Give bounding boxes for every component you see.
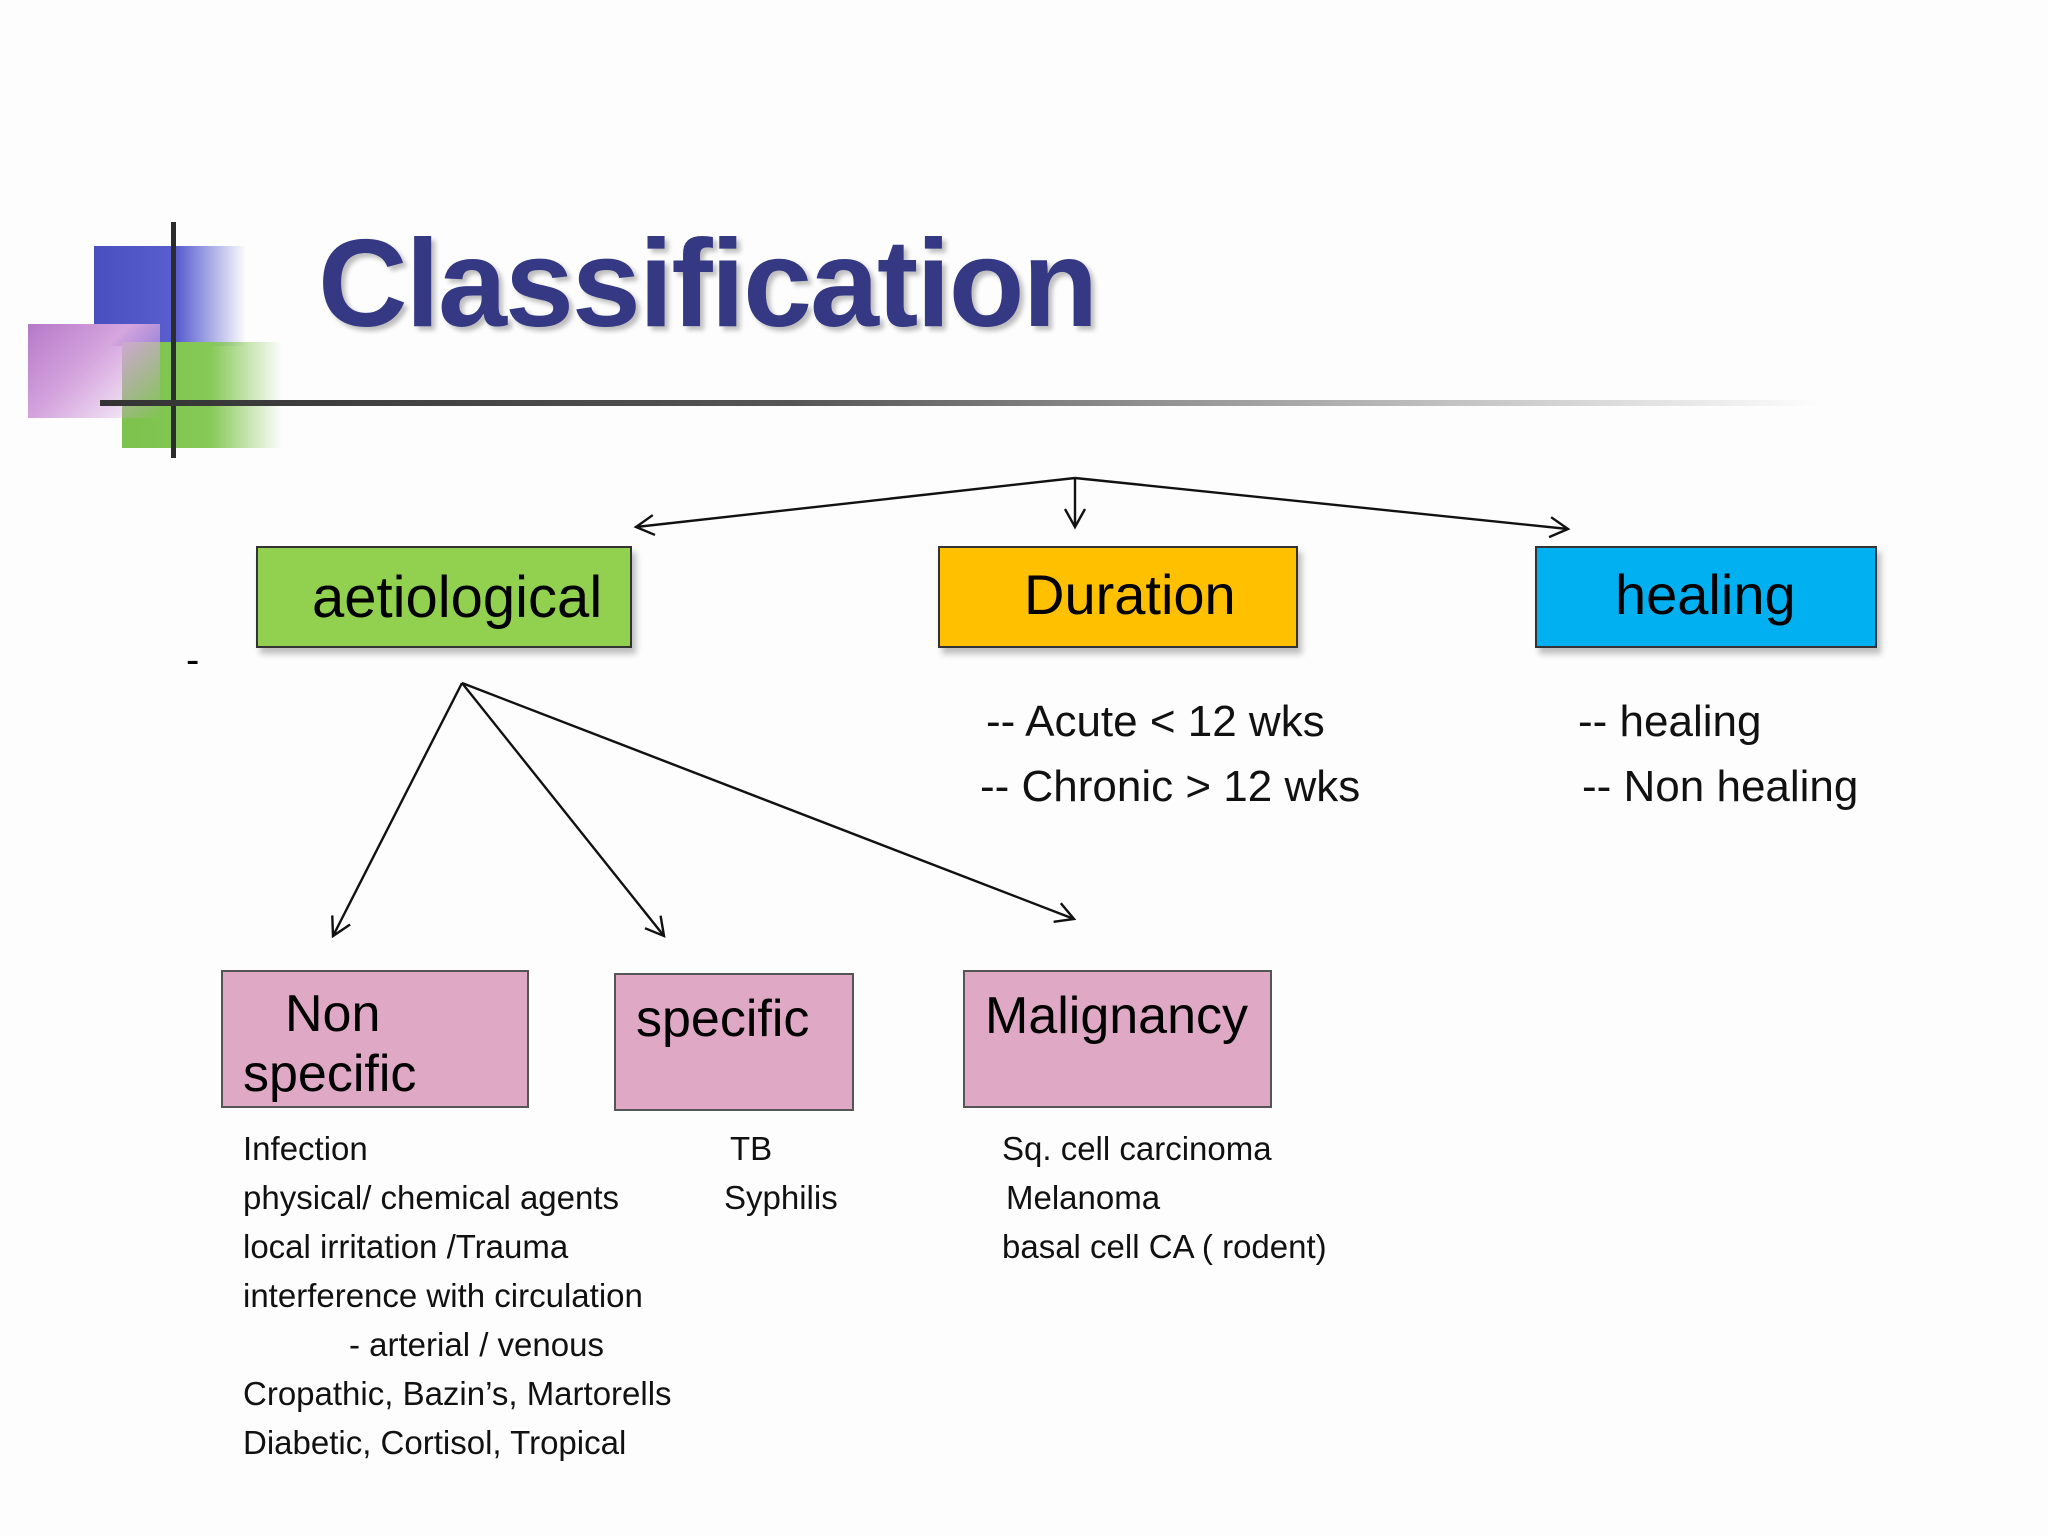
arrow-to-specific (461, 682, 666, 938)
list-item: interference with circulation (243, 1277, 643, 1314)
list-item: basal cell CA ( rodent) (1002, 1228, 1327, 1265)
malignancy-label: Malignancy (985, 987, 1249, 1045)
arrow-to-non-specific (331, 682, 464, 939)
aetiological-label: aetiological (312, 565, 603, 630)
healing-box: healing (1535, 546, 1877, 648)
non-specific-box: Non specific (221, 970, 529, 1108)
duration-item-acute: -- Acute < 12 wks (986, 697, 1325, 746)
arrow-to-healing (1074, 476, 1571, 539)
non-specific-list: Infection physical/ chemical agents loca… (243, 1124, 672, 1467)
list-item: Syphilis (724, 1179, 838, 1216)
specific-list: TB Syphilis (724, 1124, 838, 1222)
list-item: - arterial / venous (349, 1326, 604, 1363)
list-item: Infection (243, 1130, 368, 1167)
decorative-vertical-line (171, 222, 176, 458)
arrow-to-aetiological (633, 476, 1076, 537)
non-specific-label-line1: Non (285, 985, 381, 1043)
stray-dash: - (186, 638, 200, 682)
arrow-to-malignancy (461, 681, 1077, 924)
title-underline (100, 400, 1820, 406)
list-item: physical/ chemical agents (243, 1179, 620, 1216)
specific-label: specific (636, 990, 810, 1048)
non-specific-label-line2: specific (243, 1045, 417, 1103)
healing-item-non-healing: -- Non healing (1582, 762, 1859, 811)
list-item: local irritation /Trauma (243, 1228, 569, 1265)
specific-box: specific (614, 973, 854, 1111)
healing-item-healing: -- healing (1578, 697, 1762, 746)
list-item: Melanoma (1006, 1179, 1161, 1216)
aetiological-box: aetiological (256, 546, 632, 648)
malignancy-list: Sq. cell carcinoma Melanoma basal cell C… (1002, 1124, 1327, 1271)
list-item: Cropathic, Bazin’s, Martorells (243, 1375, 672, 1412)
page-title: Classification (318, 215, 1098, 353)
malignancy-box: Malignancy (963, 970, 1272, 1108)
list-item: Sq. cell carcinoma (1002, 1130, 1272, 1167)
duration-label: Duration (1024, 563, 1236, 626)
duration-box: Duration (938, 546, 1298, 648)
list-item: Diabetic, Cortisol, Tropical (243, 1424, 627, 1461)
list-item: TB (730, 1130, 773, 1167)
duration-item-chronic: -- Chronic > 12 wks (980, 762, 1361, 811)
healing-label: healing (1615, 563, 1796, 626)
